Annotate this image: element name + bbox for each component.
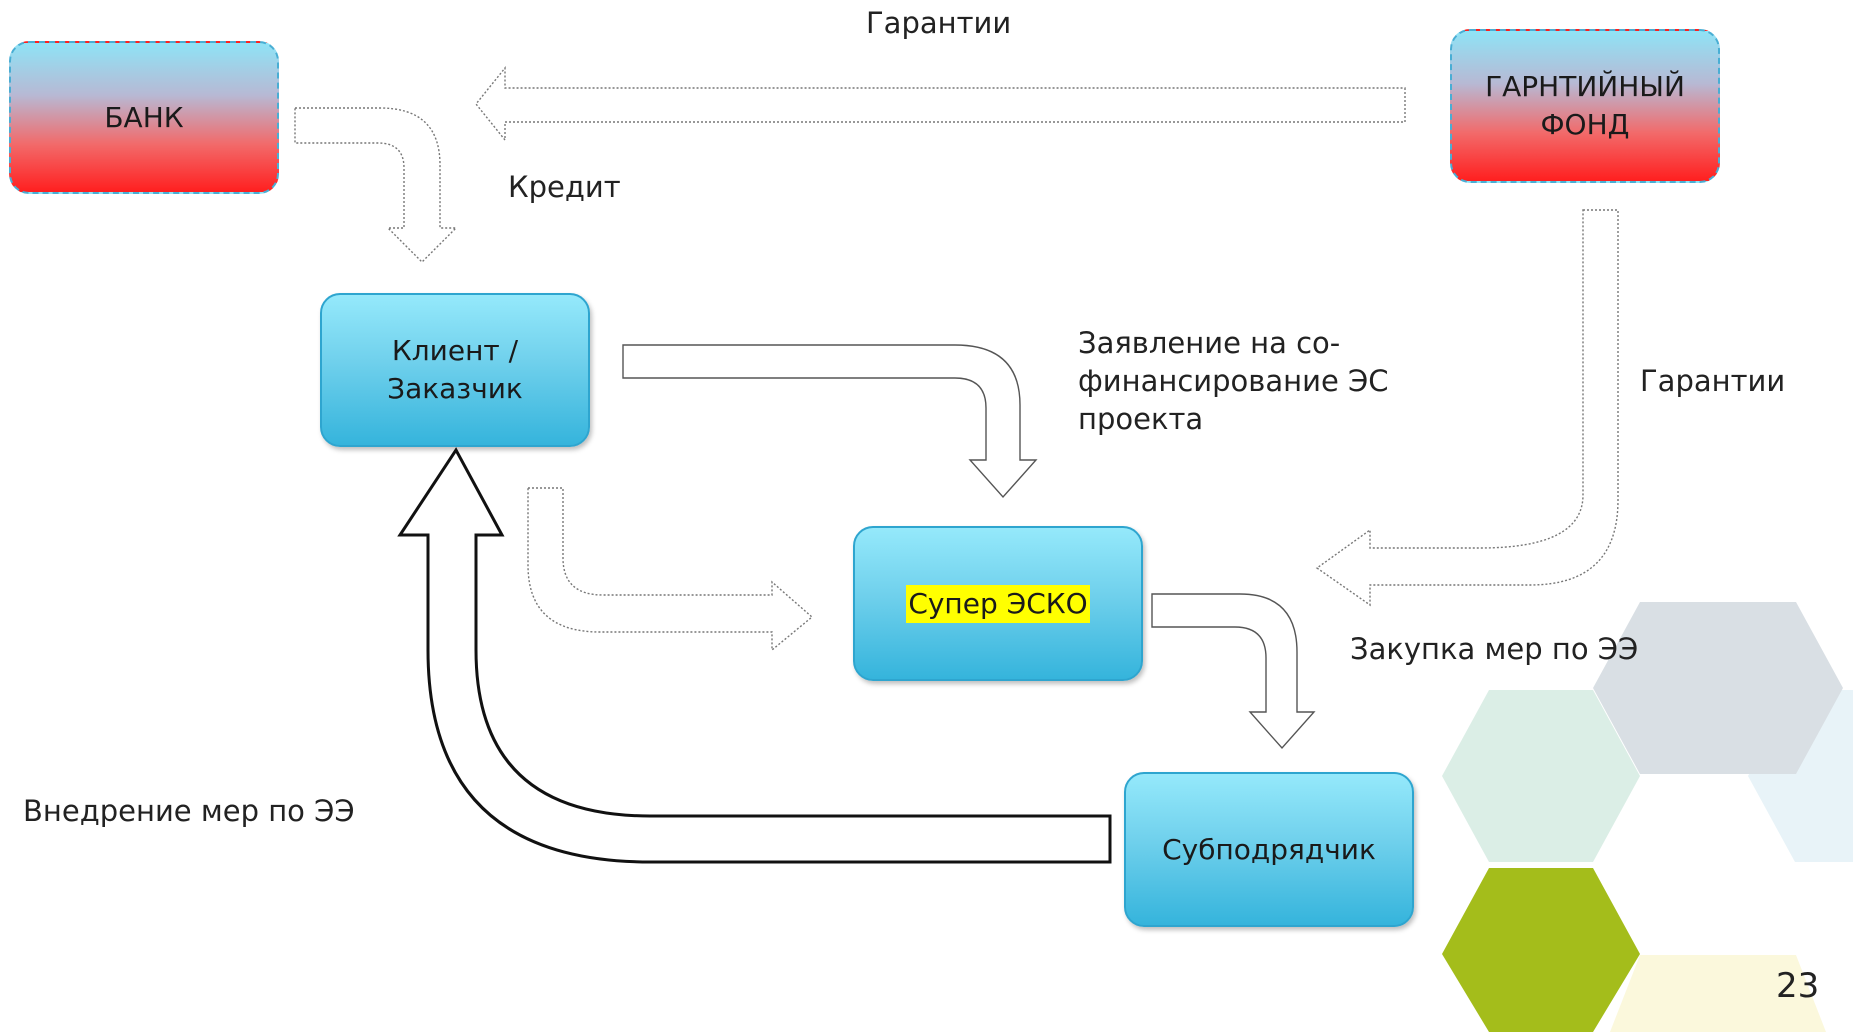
node-bank: БАНК [9,41,279,194]
arrow-client-to-esco [622,344,1038,499]
label-fund-to-bank: Гарантии [866,6,1012,40]
page-number: 23 [1776,966,1820,1006]
node-subcontractor: Субподрядчик [1124,772,1414,927]
node-super-esco-label: Супер ЭСКО [906,584,1090,623]
node-client: Клиент / Заказчик [320,293,590,447]
label-sub-to-client: Внедрение мер по ЭЭ [23,794,355,828]
arrow-fund-to-esco [1315,209,1619,607]
label-client-to-esco: Заявление на со- финансирование ЭС проек… [1078,326,1389,436]
label-esco-to-sub: Закупка мер по ЭЭ [1350,632,1639,666]
node-client-label: Клиент / Заказчик [387,334,523,405]
node-guarantee-fund: ГАРНТИЙНЫЙ ФОНД [1450,29,1720,183]
hexagon-cream [1610,955,1826,1032]
hexagon-gray [1593,602,1843,774]
hexagon-light-green [1442,690,1640,862]
label-fund-to-esco: Гарантии [1640,364,1786,398]
node-subcontractor-label: Субподрядчик [1162,832,1376,866]
arrow-sub-to-client [397,447,1112,864]
arrow-fund-to-bank [475,66,1406,142]
node-super-esco: Супер ЭСКО [853,526,1143,681]
arrow-esco-to-sub [1151,593,1316,750]
label-bank-to-client: Кредит [508,170,621,204]
arrow-bank-to-client [294,107,458,263]
node-bank-label: БАНК [104,100,184,134]
hexagon-decoration [1442,602,1853,1032]
hexagon-green [1442,868,1640,1032]
arrow-client-to-esco-lower [527,487,814,652]
node-guarantee-fund-label: ГАРНТИЙНЫЙ ФОНД [1485,70,1685,141]
